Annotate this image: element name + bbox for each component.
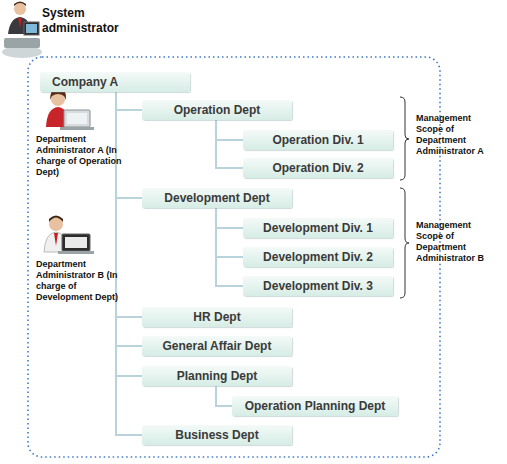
box-text: Operation Div. 1 <box>272 133 363 147</box>
tree-connector <box>216 386 232 406</box>
department-box: Operation Dept <box>142 100 292 120</box>
tree-connector <box>116 92 142 346</box>
department-box: Development Div. 1 <box>243 218 393 238</box>
scope-bracket <box>400 97 409 180</box>
box-text: Development Div. 3 <box>263 279 373 293</box>
box-text: Operation Div. 2 <box>272 161 363 175</box>
company-box: Company A <box>40 72 190 92</box>
scope-outline <box>28 57 440 457</box>
scope-label: Management Scope of Department Administr… <box>416 113 498 157</box>
admin-icon <box>2 2 42 59</box>
tree-connector <box>216 120 243 168</box>
department-box: Development Div. 3 <box>243 276 393 296</box>
scope-label: Management Scope of Department Administr… <box>416 220 498 264</box>
admin-icon <box>46 89 94 130</box>
department-box: Planning Dept <box>142 366 292 386</box>
tree-connector <box>216 208 243 228</box>
box-text: Business Dept <box>175 428 258 442</box>
department-box: Business Dept <box>142 425 292 445</box>
box-text: Development Div. 2 <box>263 250 373 264</box>
role-label: System administrator <box>42 6 132 36</box>
department-box: Operation Div. 2 <box>243 158 393 178</box>
department-box: Development Div. 2 <box>243 247 393 267</box>
box-text: General Affair Dept <box>163 339 272 353</box>
tree-connector <box>116 92 142 317</box>
box-text: Operation Dept <box>174 103 261 117</box>
tree-connector <box>216 120 243 140</box>
tree-connector <box>116 92 142 376</box>
box-text: Planning Dept <box>177 369 258 383</box>
box-text: Development Dept <box>164 191 269 205</box>
department-box: Operation Planning Dept <box>232 396 398 416</box>
admin-icon <box>44 216 94 255</box>
tree-connector <box>116 92 142 110</box>
department-box: Operation Div. 1 <box>243 130 393 150</box>
tree-connector <box>216 208 243 286</box>
tree-connector <box>116 92 142 435</box>
department-box: Development Dept <box>142 188 292 208</box>
box-text: HR Dept <box>193 310 240 324</box>
box-text: Company A <box>52 75 118 89</box>
role-label: Department Administrator A (In charge of… <box>36 134 124 178</box>
tree-connector <box>216 208 243 257</box>
box-text: Development Div. 1 <box>263 221 373 235</box>
role-label: Department Administrator B (In charge of… <box>36 259 124 303</box>
department-box: HR Dept <box>142 307 292 327</box>
scope-bracket <box>400 188 409 298</box>
box-text: Operation Planning Dept <box>245 399 386 413</box>
tree-connector <box>116 92 142 198</box>
department-box: General Affair Dept <box>142 336 292 356</box>
